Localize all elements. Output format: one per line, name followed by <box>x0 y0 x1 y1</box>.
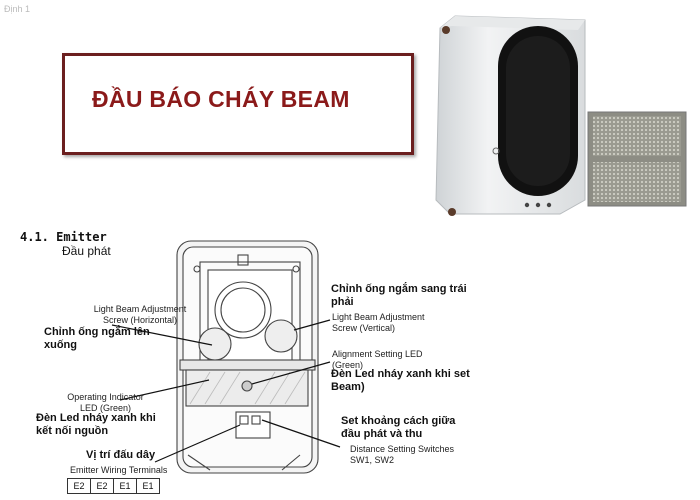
beam-detector-image <box>435 15 586 216</box>
callout-operating-vi: Đèn Led nháy xanh khi kết nối nguồn <box>36 412 156 438</box>
callout-operating-en-2: LED (Green) <box>79 403 132 413</box>
callout-horizontal-vi-2: xuống <box>44 339 77 351</box>
callout-alignment-vi: Đèn Led nháy xanh khi set Beam) <box>331 368 470 394</box>
callout-distance-vi-1: Set khoảng cách giữa <box>341 415 456 427</box>
callout-horizontal-en-1: Light Beam Adjustment <box>93 304 187 314</box>
terminal-cell: E2 <box>67 478 91 494</box>
section-name: Đầu phát <box>62 244 111 258</box>
terminal-cell: E1 <box>113 478 137 494</box>
corner-tag: Định 1 <box>4 4 31 14</box>
callout-vertical-en-2: Screw (Vertical) <box>332 323 396 333</box>
callout-operating-en-1: Operating Indicator <box>67 392 144 402</box>
callout-vertical-en: Light Beam Adjustment Screw (Vertical) <box>332 312 425 334</box>
callout-horizontal-vi-1: Chỉnh ống ngắm lên <box>44 326 150 338</box>
callout-wiring-vi: Vị trí đấu dây <box>86 449 156 461</box>
callout-alignment-vi-1: Đèn Led nháy xanh khi set <box>331 368 470 380</box>
callout-distance-vi: Set khoảng cách giữa đầu phát và thu <box>341 415 455 441</box>
callout-horizontal-en: Light Beam Adjustment Screw (Horizontal) <box>80 304 200 326</box>
callout-vertical-vi-2: phải <box>331 296 354 308</box>
callout-vertical-en-1: Light Beam Adjustment <box>332 312 425 322</box>
page-title: ĐẦU BÁO CHÁY BEAM <box>92 86 350 112</box>
callout-alignment-en-2: (Green) <box>332 360 364 370</box>
leader-lines <box>111 319 341 463</box>
callout-alignment-en: Alignment Setting LED (Green) <box>332 349 423 371</box>
terminal-table: E2 E2 E1 E1 <box>67 478 160 494</box>
section-number: 4.1. Emitter <box>20 230 107 244</box>
callout-vertical-vi: Chỉnh ống ngắm sang trái phải <box>331 283 467 309</box>
callout-operating-vi-2: kết nối nguồn <box>36 425 109 437</box>
callout-operating-en: Operating Indicator LED (Green) <box>58 392 153 414</box>
callout-horizontal-en-2: Screw (Horizontal) <box>102 315 178 325</box>
hatching <box>189 371 306 405</box>
callout-distance-vi-2: đầu phát và thu <box>341 428 423 440</box>
terminal-cell: E2 <box>90 478 114 494</box>
callout-operating-vi-1: Đèn Led nháy xanh khi <box>36 412 156 424</box>
callout-distance-en-2: SW1, SW2 <box>350 455 395 465</box>
callout-vertical-vi-1: Chỉnh ống ngắm sang trái <box>331 283 467 295</box>
callout-wiring-en: Emitter Wiring Terminals <box>70 465 168 475</box>
reflector-image <box>587 111 687 207</box>
title-box <box>62 53 414 155</box>
callout-horizontal-vi: Chỉnh ống ngắm lên xuống <box>44 326 150 352</box>
callout-distance-en-1: Distance Setting Switches <box>350 444 455 454</box>
callout-alignment-vi-2: Beam) <box>331 381 365 393</box>
terminal-cell: E1 <box>136 478 160 494</box>
callout-distance-en: Distance Setting Switches SW1, SW2 <box>350 444 454 466</box>
callout-alignment-en-1: Alignment Setting LED <box>332 349 423 359</box>
